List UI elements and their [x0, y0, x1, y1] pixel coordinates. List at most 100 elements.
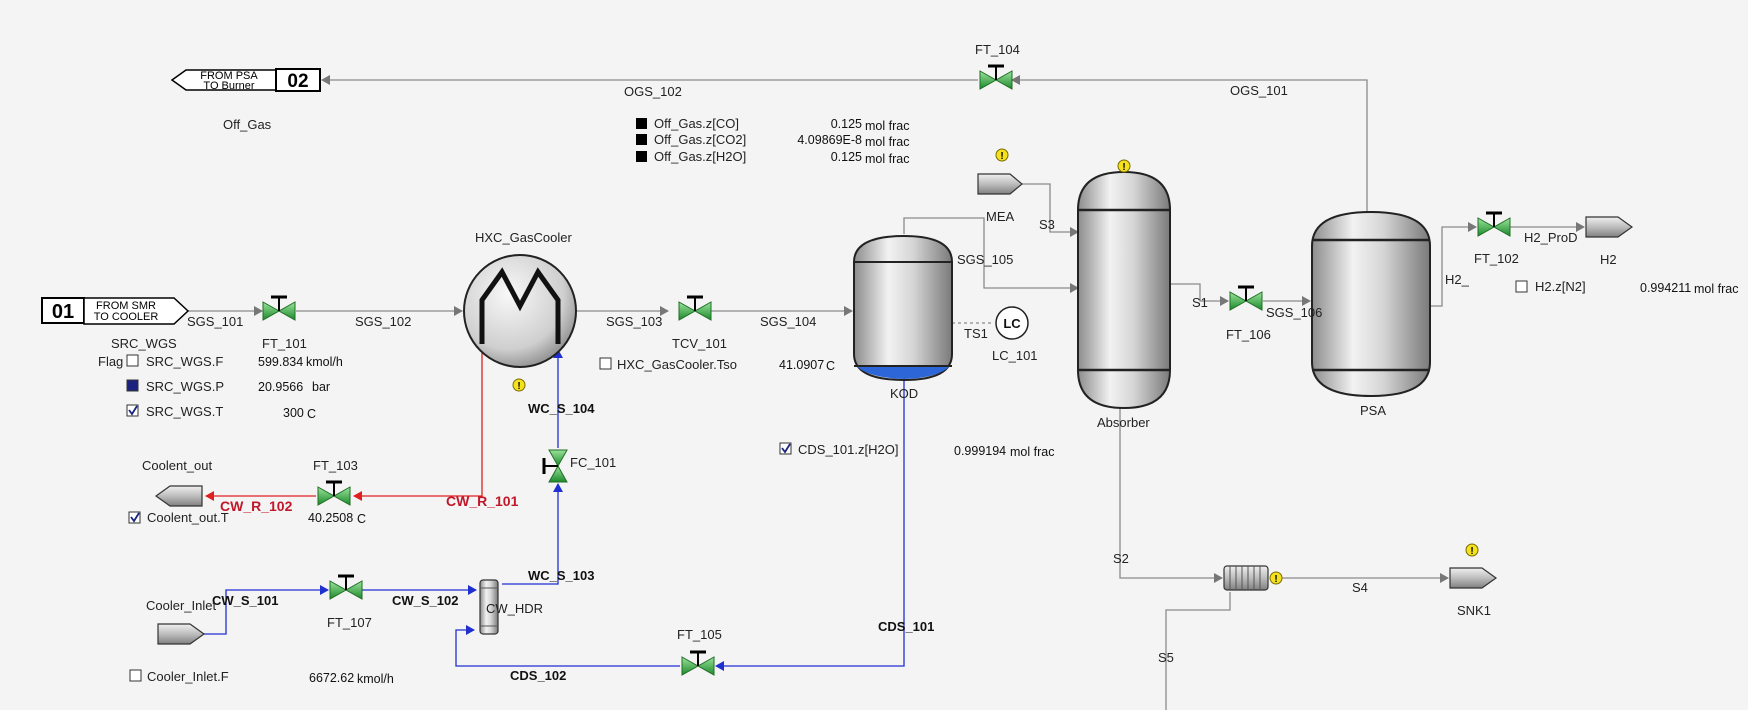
valve-fc-101[interactable]: [542, 449, 568, 483]
src-t-checkbox[interactable]: [126, 404, 139, 417]
cooler-inlet-f-value: 6672.62: [309, 671, 354, 685]
vessel-absorber[interactable]: [1077, 170, 1171, 410]
source-cooler-inlet[interactable]: [157, 623, 206, 645]
svg-text:!: !: [517, 381, 520, 392]
label-s2: S2: [1113, 551, 1129, 566]
label-sgs-102: SGS_102: [355, 314, 411, 329]
stream-cw-r-101[interactable]: [353, 348, 483, 501]
stream-ogs-101[interactable]: [1011, 75, 1368, 212]
hxc-tso-readout: HXC_GasCooler.Tso 41.0907 C: [599, 357, 835, 373]
label-hxc-gascooler: HXC_GasCooler: [475, 230, 572, 245]
stream-s2[interactable]: [1119, 408, 1223, 583]
label-ft-102: FT_102: [1474, 251, 1519, 266]
src-f-value: 599.834: [258, 355, 303, 369]
label-h2: H2: [1600, 252, 1617, 267]
connector-01-line2: TO COOLER: [94, 311, 159, 323]
label-fc-101: FC_101: [570, 455, 616, 470]
valve-ft-103[interactable]: [317, 480, 351, 506]
offgas-co-marker[interactable]: [636, 118, 647, 129]
stream-sgs-105[interactable]: [903, 217, 1079, 293]
connector-01-line1: FROM SMR: [96, 300, 156, 312]
flag-label: Flag: [98, 354, 123, 369]
connector-02-line2: TO Burner: [203, 80, 254, 92]
stream-s5[interactable]: [1165, 592, 1231, 710]
offgas-co2-marker[interactable]: [636, 134, 647, 145]
stream-s3[interactable]: [1020, 183, 1079, 237]
heat-exchanger-hxc-gascooler[interactable]: [463, 254, 577, 368]
offgas-co2-unit: mol frac: [865, 135, 909, 149]
check-icon: [130, 512, 140, 523]
label-sgs-105: SGS_105: [957, 252, 1013, 267]
stream-h2-[interactable]: [1430, 222, 1477, 307]
label-ft-105: FT_105: [677, 627, 722, 642]
label-h2-prod: H2_ProD: [1524, 230, 1577, 245]
warning-icon: !: [995, 148, 1009, 162]
label-s3: S3: [1039, 217, 1055, 232]
source-mea[interactable]: [977, 173, 1023, 195]
label-cw-s-102: CW_S_102: [392, 593, 458, 608]
connector-02-number: 02: [287, 71, 308, 92]
connector-01[interactable]: 01 FROM SMR TO COOLER: [41, 297, 190, 325]
src-f-unit: kmol/h: [306, 355, 343, 369]
label-sgs-101: SGS_101: [187, 314, 243, 329]
hxc-tso-unit: C: [826, 359, 835, 373]
src-p-label: SRC_WGS.P: [146, 379, 224, 394]
exchanger-s2-s4[interactable]: [1223, 565, 1269, 591]
valve-ft-102[interactable]: [1477, 211, 1511, 237]
svg-text:!: !: [1122, 162, 1125, 173]
valve-ft-106[interactable]: [1229, 285, 1263, 311]
vessel-psa[interactable]: [1311, 210, 1431, 398]
label-ogs-102: OGS_102: [624, 84, 682, 99]
cooler-inlet-f-readout: Cooler_Inlet.F 6672.62 kmol/h: [129, 669, 394, 686]
valve-ft-101[interactable]: [262, 295, 296, 321]
label-cw-r-102: CW_R_102: [220, 498, 293, 514]
valve-ft-107[interactable]: [329, 574, 363, 600]
label-psa: PSA: [1360, 403, 1386, 418]
label-wc-s-104: WC_S_104: [528, 401, 595, 416]
hxc-tso-value: 41.0907: [779, 358, 824, 372]
src-wgs-table: Flag SRC_WGS.F 599.834 kmol/h SRC_WGS.P …: [98, 354, 343, 421]
stream-wc-s-103[interactable]: [502, 483, 563, 585]
src-p-unit: bar: [312, 380, 330, 394]
label-sgs-104: SGS_104: [760, 314, 816, 329]
mixer-cw-hdr[interactable]: [479, 579, 499, 635]
sink-coolent-out[interactable]: [154, 485, 203, 507]
stream-cds-101[interactable]: [715, 376, 905, 671]
hxc-tso-checkbox[interactable]: [599, 357, 612, 370]
connector-02-line1: FROM PSA: [200, 70, 258, 82]
label-s1: S1: [1192, 295, 1208, 310]
svg-text:!: !: [1274, 574, 1277, 585]
offgas-h2o-marker[interactable]: [636, 151, 647, 162]
src-p-marker[interactable]: [126, 379, 139, 392]
label-snk1: SNK1: [1457, 603, 1491, 618]
label-src-wgs: SRC_WGS: [111, 336, 177, 351]
offgas-co-label: Off_Gas.z[CO]: [654, 116, 739, 131]
connector-02[interactable]: FROM PSA TO Burner 02: [170, 68, 321, 92]
coolent-out-t-checkbox[interactable]: [128, 511, 141, 524]
src-f-checkbox[interactable]: [126, 354, 139, 367]
level-controller-lc-101[interactable]: LC: [995, 306, 1029, 340]
h2-n2-checkbox[interactable]: [1515, 280, 1528, 293]
label-lc-101: LC_101: [992, 348, 1038, 363]
src-t-unit: C: [307, 407, 316, 421]
valve-tcv-101[interactable]: [678, 295, 712, 321]
check-icon: [781, 443, 791, 454]
offgas-co-value: 0.125: [831, 117, 862, 131]
sink-snk1[interactable]: [1449, 567, 1498, 589]
valve-ft-104[interactable]: [979, 64, 1013, 90]
h2-n2-value: 0.994211: [1640, 281, 1691, 295]
cds-h2o-checkbox[interactable]: [779, 442, 792, 455]
stream-s1[interactable]: [1170, 283, 1229, 306]
label-h2-: H2_: [1445, 272, 1470, 287]
offgas-h2o-label: Off_Gas.z[H2O]: [654, 149, 746, 164]
cooler-inlet-f-checkbox[interactable]: [129, 669, 142, 682]
cds-h2o-readout: CDS_101.z[H2O] 0.999194 mol frac: [779, 442, 1054, 459]
sink-h2[interactable]: [1585, 216, 1634, 238]
warning-icon: !: [512, 378, 526, 392]
valve-ft-105[interactable]: [681, 650, 715, 676]
label-wc-s-103: WC_S_103: [528, 568, 594, 583]
label-coolent-out: Coolent_out: [142, 458, 212, 473]
stream-cds-102[interactable]: [455, 625, 680, 667]
vessel-kod[interactable]: [853, 234, 953, 382]
